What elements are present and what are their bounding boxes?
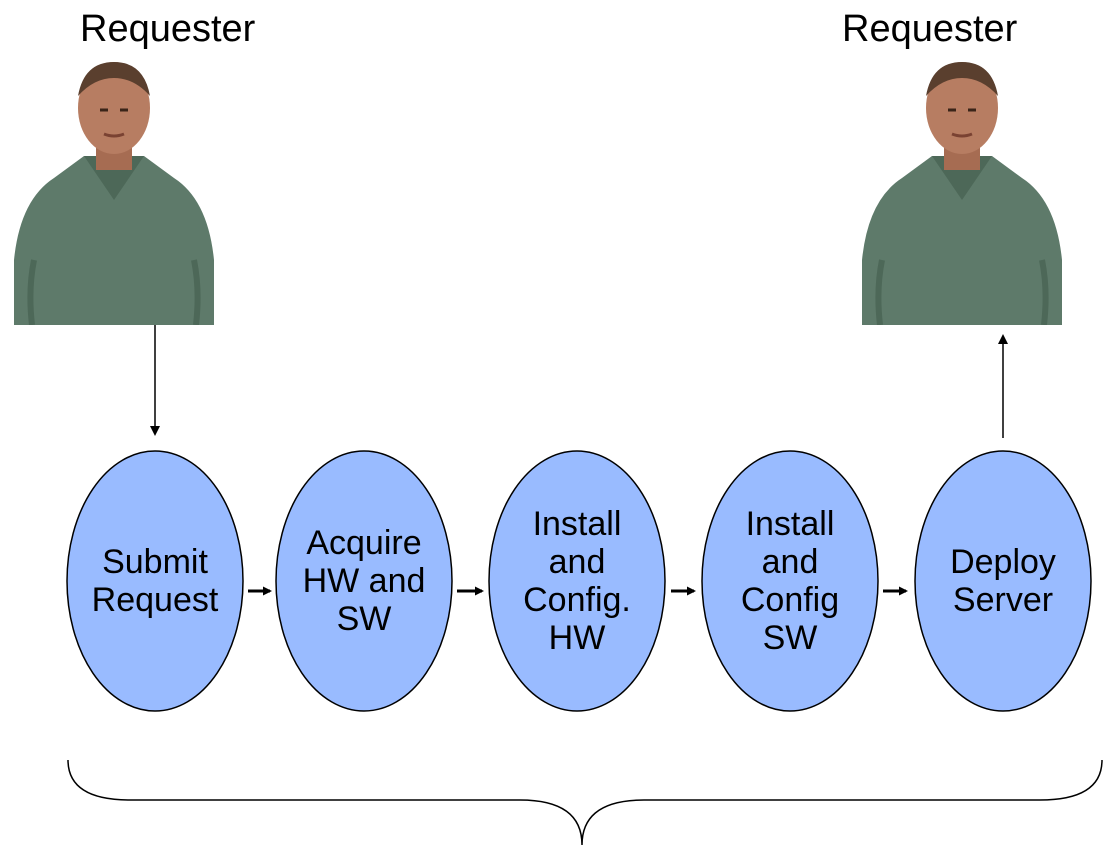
step-node-install-config-sw <box>701 450 879 712</box>
requester-label-left: Requester <box>80 8 256 50</box>
step-label-acquire: Acquire HW and SW <box>302 524 426 638</box>
step-label-submit-request: Submit Request <box>91 543 219 619</box>
step-label-install-config-hw: Install and Config. HW <box>523 505 631 657</box>
step-node-deploy-server <box>914 450 1092 712</box>
requester-photo-right <box>862 62 1062 325</box>
overall-brace <box>67 759 1103 846</box>
requester-photo-left <box>14 62 214 325</box>
step-label-install-config-sw: Install and Config SW <box>740 505 840 657</box>
step-node-install-config-hw <box>488 450 666 712</box>
step-node-acquire <box>275 450 453 712</box>
step-label-deploy-server: Deploy Server <box>950 543 1056 619</box>
step-node-submit-request <box>66 450 244 712</box>
requester-label-right: Requester <box>842 8 1018 50</box>
